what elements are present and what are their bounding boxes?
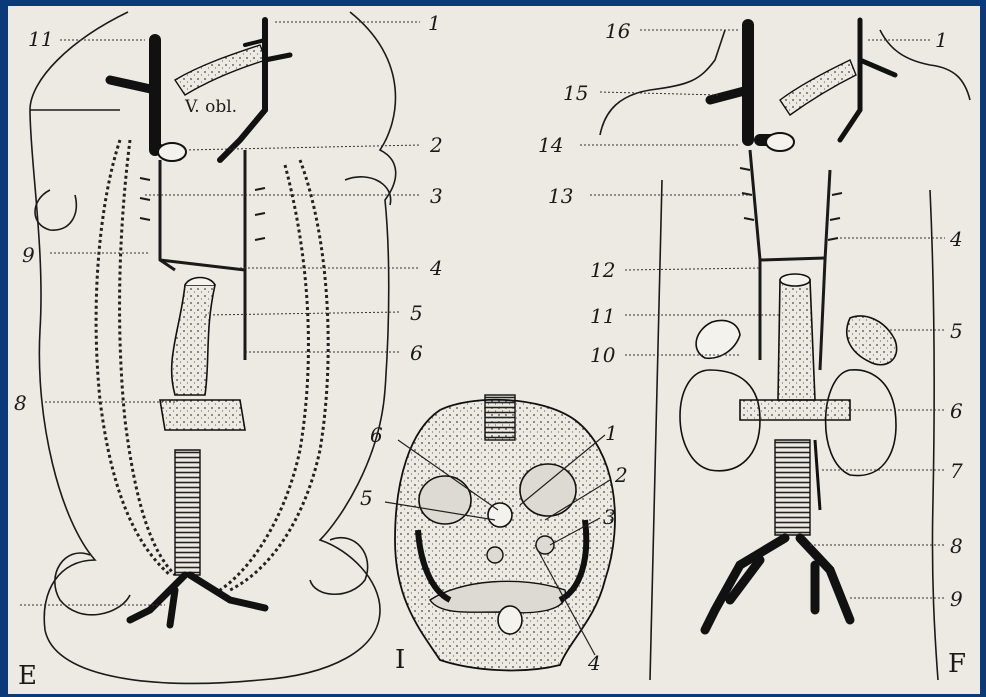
anatomy-diagram: 11 9 8 1 2 3 4 5 6 V. obl. E 6 1 2 5 3 4… [8, 6, 980, 694]
label-e-1: 1 [428, 11, 441, 35]
label-e-8: 8 [14, 391, 27, 415]
label-i-6: 6 [370, 423, 383, 447]
label-i-2: 2 [614, 463, 628, 487]
label-f-9: 9 [950, 587, 963, 611]
striped-vessel-f [775, 440, 810, 535]
label-f-10: 10 [590, 343, 616, 367]
label-f-8: 8 [950, 534, 963, 558]
renal-confluence-e [160, 400, 245, 430]
jugular-dotted-e [175, 45, 266, 95]
precaval-veins-e [110, 20, 290, 160]
label-f-16: 16 [605, 19, 631, 43]
label-e-5: 5 [410, 301, 423, 325]
adrenal-f [847, 316, 897, 365]
label-i-5: 5 [360, 486, 373, 510]
panel-letter-f: F [948, 649, 966, 679]
label-f-1: 1 [935, 28, 948, 52]
label-f-4: 4 [949, 227, 963, 251]
label-f-13: 13 [548, 184, 573, 208]
label-f-14: 14 [538, 133, 563, 157]
renal-veins-f [740, 400, 850, 420]
iliac-veins-e [130, 575, 265, 625]
label-f-7: 7 [950, 459, 963, 483]
precaval-veins-f [710, 20, 895, 140]
vena-cava-e [172, 285, 215, 395]
diagram-paper: 11 9 8 1 2 3 4 5 6 V. obl. E 6 1 2 5 3 4… [8, 6, 980, 694]
label-f-5: 5 [950, 319, 963, 343]
vena-cava-f [778, 280, 815, 400]
allantoic-veins-e [96, 140, 328, 590]
panel-numeral-i: I [395, 645, 405, 675]
label-e-11: 11 [28, 27, 53, 51]
label-f-12: 12 [590, 258, 615, 282]
iliac-veins-f [705, 538, 850, 630]
cross-section [395, 395, 615, 670]
label-e-3: 3 [430, 184, 443, 208]
label-i-4: 4 [587, 651, 601, 675]
label-f-11: 11 [590, 304, 615, 328]
vessel-stump-f [766, 133, 794, 151]
label-e-4: 4 [429, 256, 443, 280]
label-e-2: 2 [429, 133, 443, 157]
label-f-15: 15 [563, 81, 588, 105]
leader-lines-f [580, 30, 945, 598]
striped-vessel-e [175, 450, 200, 575]
panel-letter-e: E [18, 661, 37, 691]
jugular-dotted-f [780, 60, 856, 115]
label-f-6: 6 [950, 399, 963, 423]
label-e-6: 6 [410, 341, 423, 365]
vessel-stump-e [158, 143, 186, 161]
label-i-1: 1 [605, 421, 618, 445]
label-e-9: 9 [22, 243, 35, 267]
vessel-annotation: V. obl. [184, 97, 237, 117]
label-i-3: 3 [603, 505, 616, 529]
